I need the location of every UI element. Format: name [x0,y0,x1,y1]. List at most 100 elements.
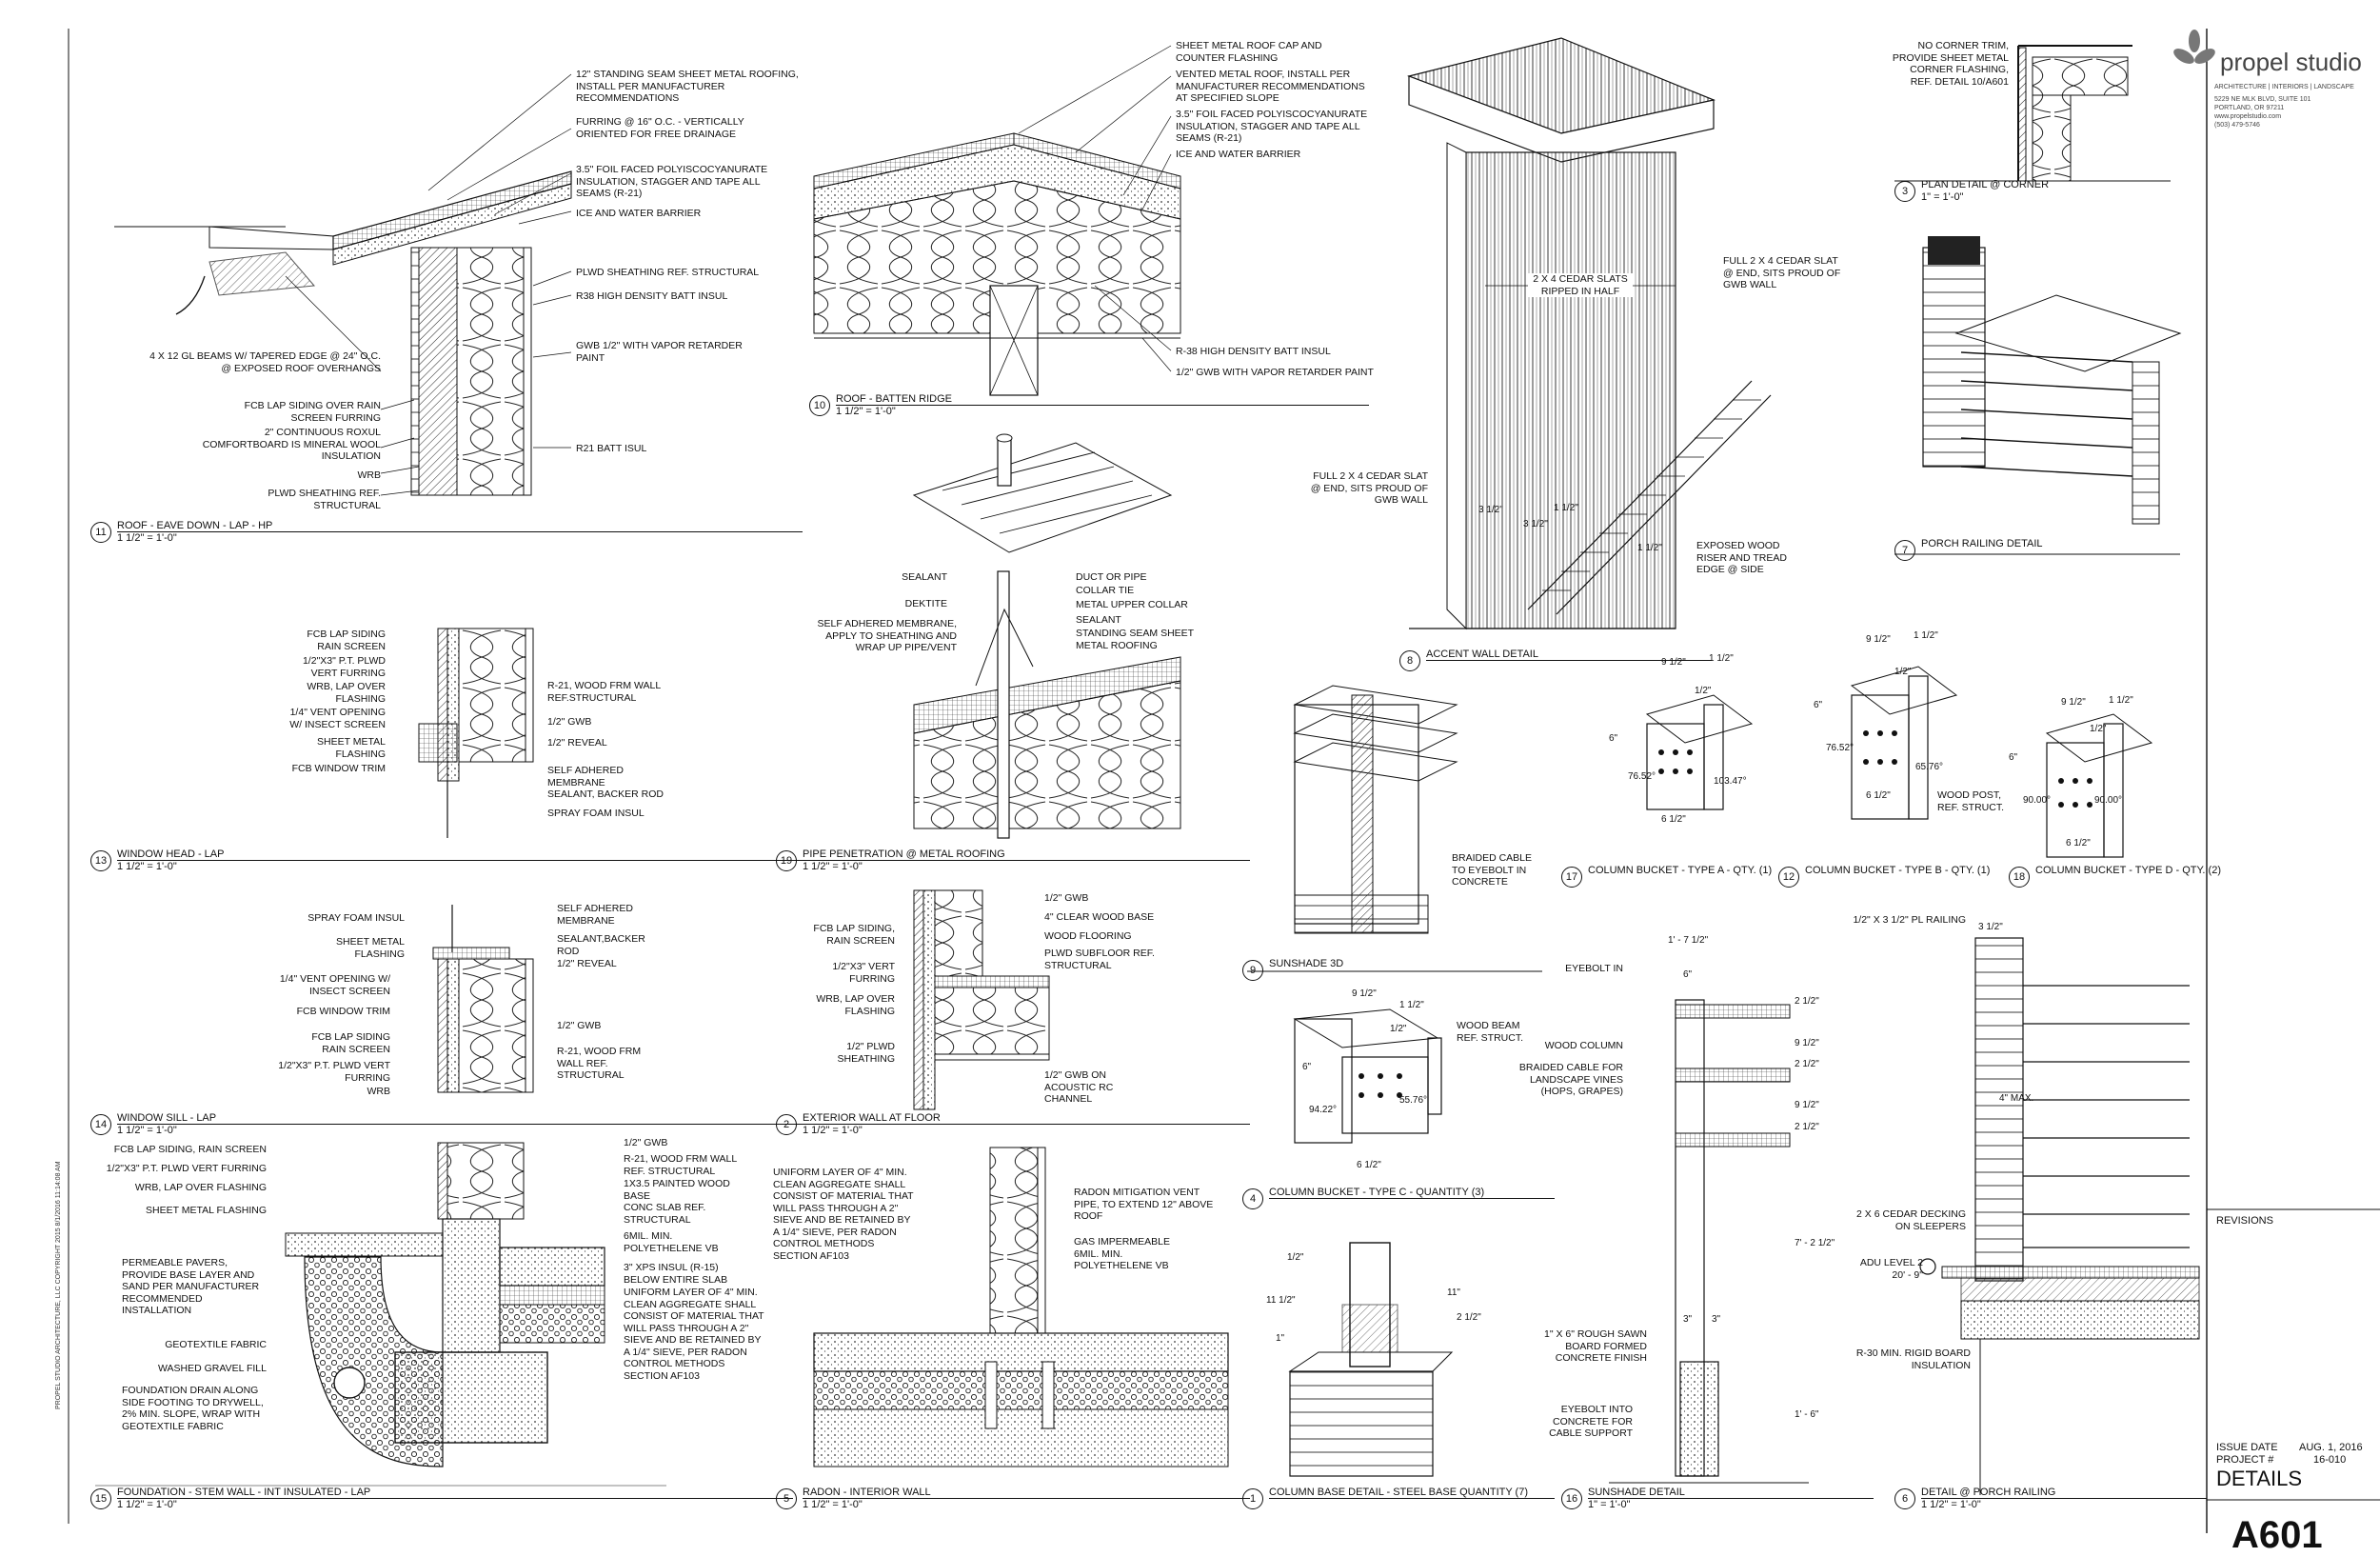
firm-website: www.propelstudio.com [2214,113,2282,120]
note: EXPOSED WOOD RISER AND TREAD EDGE @ SIDE [1696,540,1787,575]
detail-number-11: 11 [90,522,111,543]
note: ADU LEVEL 2 [1859,1257,1923,1268]
note: ICE AND WATER BARRIER [1176,149,1301,160]
dim-label: 6 1/2" [1357,1160,1381,1170]
project-label: PROJECT # [2216,1454,2274,1466]
dim-label: 9 1/2" [1661,657,1686,668]
note: WRB, LAP OVER FLASHING [307,681,386,705]
note: 1/2" GWB [624,1137,668,1148]
note: FCB LAP SIDING RAIN SCREEN [311,1031,390,1055]
sheet-name: DETAILS [2216,1467,2303,1490]
note: 6MIL. MIN. POLYETHELENE VB [624,1230,719,1254]
note: WRB [367,1086,391,1097]
dim-label: 76.52° [1826,743,1854,753]
note: R-21, WOOD FRM WALL REF. STRUCTURAL [557,1046,642,1081]
note: WOOD POST, REF. STRUCT. [1937,789,2005,813]
dim-label: 1/2" [1287,1252,1304,1263]
note: CONC SLAB REF. STRUCTURAL [624,1202,706,1226]
note: SHEET METAL ROOF CAP AND COUNTER FLASHIN… [1176,40,1322,64]
note: SEALANT,BACKER ROD [557,933,645,957]
note: FCB WINDOW TRIM [296,1006,390,1017]
note: FOUNDATION DRAIN ALONG SIDE FOOTING TO D… [122,1385,264,1432]
dim-label: 1 1/2" [1554,503,1578,513]
detail-13-drawing [418,628,534,838]
note: FCB LAP SIDING OVER RAIN SCREEN FURRING [244,400,381,424]
note: COLLAR TIE [1076,585,1135,596]
dim-label: 9 1/2" [1795,1100,1819,1110]
detail-11-drawing [114,170,572,496]
dim-label: 2 1/2" [1457,1312,1481,1323]
detail-4-drawing [1293,1008,1442,1144]
detail-1-drawing [1288,1242,1454,1477]
firm-address-2: PORTLAND, OR 97211 [2214,105,2285,111]
note: VENTED METAL ROOF, INSTALL PER MANUFACTU… [1176,69,1365,104]
dim-label: 6 1/2" [2066,838,2091,848]
note: EYEBOLT IN [1565,963,1623,974]
note: 12" STANDING SEAM SHEET METAL ROOFING, I… [576,69,799,104]
dim-label: 3 1/2" [1978,922,2003,932]
dim-label: 3 1/2" [1478,505,1503,515]
note: FURRING @ 16" O.C. - VERTICALLY ORIENTED… [576,116,744,140]
dim-label: 1' - 7 1/2" [1668,935,1709,946]
dim-label: 2 1/2" [1795,996,1819,1007]
dim-label: 6" [1302,1062,1312,1072]
note: PERMEABLE PAVERS, PROVIDE BASE LAYER AND… [122,1257,260,1316]
note: GAS IMPERMEABLE 6MIL. MIN. POLYETHELENE … [1074,1236,1170,1271]
note: SEALANT [1076,614,1121,626]
detail-19-drawing [912,433,1181,839]
dim-label: 55.76° [1399,1095,1428,1106]
note: GEOTEXTILE FABRIC [165,1339,267,1350]
firm-name: propel studio [2220,48,2362,76]
note: SHEET METAL FLASHING [146,1205,267,1216]
note: 1/4" VENT OPENING W/ INSECT SCREEN [289,707,386,730]
note: 1/2"X3" P.T. PLWD VERT FURRING [278,1060,390,1084]
detail-16-drawing [1609,999,1809,1484]
note: 1x3.5 PAINTED WOOD BASE [624,1178,730,1202]
dim-label: 2 1/2" [1795,1122,1819,1132]
dim-label: 6" [1683,969,1693,980]
note: PLWD SUBFLOOR REF. STRUCTURAL [1044,948,1155,971]
note: FCB WINDOW TRIM [291,763,386,774]
firm-services: ARCHITECTURE | INTERIORS | LANDSCAPE [2214,84,2354,90]
issue-date-label: ISSUE DATE [2216,1442,2278,1453]
note: EYEBOLT INTO CONCRETE FOR CABLE SUPPORT [1549,1404,1633,1439]
note: STANDING SEAM SHEET METAL ROOFING [1076,628,1194,651]
detail-6-drawing [1919,937,2200,1495]
note: 1" X 6" ROUGH SAWN BOARD FORMED CONCRETE… [1544,1328,1647,1364]
note: WRB, LAP OVER FLASHING [134,1182,267,1193]
dim-label: 9 1/2" [2061,697,2086,708]
firm-phone: (503) 479-5746 [2214,122,2260,129]
dim-label: 65.76° [1915,762,1944,772]
dim-label: 4" MAX. [1999,1093,2034,1104]
dim-label: 2 1/2" [1795,1059,1819,1069]
note: RADON MITIGATION VENT PIPE, TO EXTEND 12… [1074,1187,1214,1222]
note: FULL 2 X 4 CEDAR SLAT @ END, SITS PROUD … [1723,255,1841,290]
dim-label: 94.22° [1309,1105,1338,1115]
note: 1/2" GWB [547,716,592,728]
note: 1/2" GWB [1044,892,1089,904]
note: FULL 2 X 4 CEDAR SLAT @ END, SITS PROUD … [1310,470,1428,506]
note: FCB LAP SIDING, RAIN SCREEN [813,923,895,947]
copyright-stamp: PROPEL STUDIO ARCHITECTURE, LLC COPYRIGH… [55,1161,62,1409]
note: BRAIDED CABLE FOR LANDSCAPE VINES (HOPS,… [1518,1062,1623,1097]
note: R-21, WOOD FRM WALL REF. STRUCTURAL [624,1153,737,1177]
note: UNIFORM LAYER OF 4" MIN. CLEAN AGGREGATE… [773,1167,914,1262]
dim-label: 90.00° [2094,795,2123,806]
dim-label: 9 1/2" [1352,988,1377,999]
note: DEKTITE [904,598,947,609]
dim-label: 1 1/2" [1709,653,1734,664]
note: 2 X 6 CEDAR DECKING ON SLEEPERS [1856,1208,1966,1232]
note: SPRAY FOAM INSUL [547,808,645,819]
note: FCB LAP SIDING RAIN SCREEN [307,629,386,652]
dim-label: 6" [1814,700,1823,710]
dim-label: 6 1/2" [1866,790,1891,801]
dim-label: 1 1/2" [2109,695,2133,706]
dim-label: 6" [2009,752,2018,763]
dim-label: 76.52° [1628,771,1656,782]
detail-8-drawing [1406,37,1772,630]
note: 1/2" PLWD SHEATHING [837,1041,895,1065]
dim-label: 11 1/2" [1266,1295,1296,1306]
note: ICE AND WATER BARRIER [576,208,702,219]
note: 1/2"X3" VERT FURRING [832,961,895,985]
dim-label: 6 1/2" [1661,814,1686,825]
